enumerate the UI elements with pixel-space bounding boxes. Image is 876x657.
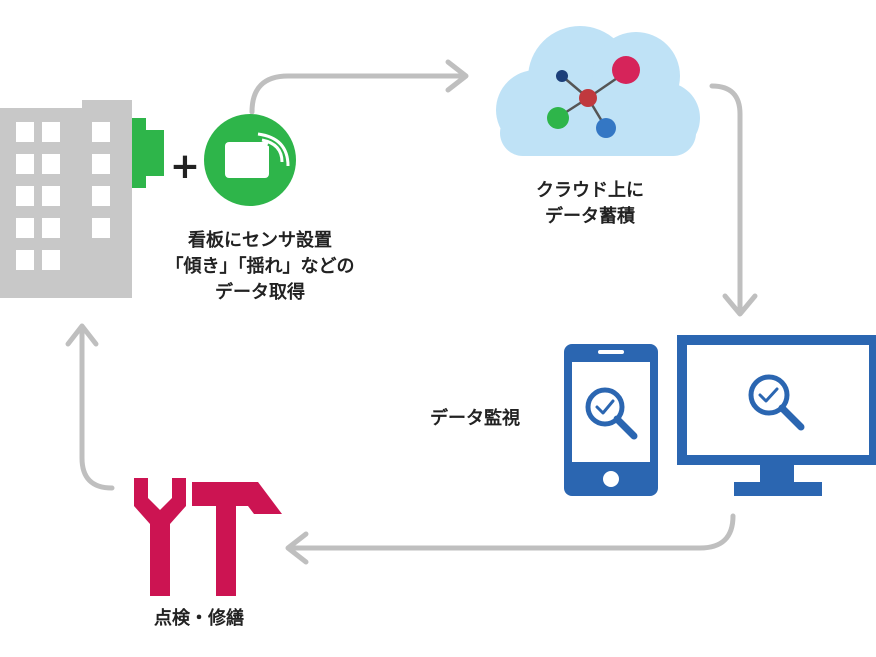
plus-sign: + (170, 146, 200, 187)
arrow-to-devices (709, 83, 743, 313)
smartphone-icon (564, 344, 658, 496)
arrow-to-building (79, 327, 115, 491)
maintenance-caption: 点検・修繕 (154, 608, 244, 629)
signboard-icon (132, 118, 164, 188)
arrow-to-tools (287, 513, 736, 551)
sensor-caption-line-3: データ取得 (215, 282, 305, 303)
arrow-to-building-head (65, 323, 99, 347)
magnifier-check-icon (585, 387, 638, 440)
sensor-caption-line-2: 「傾き」「揺れ」などの (165, 256, 355, 277)
arrow-to-devices-head (722, 293, 758, 317)
sensor-caption: 看板にセンサ設置 「傾き」「揺れ」などの データ取得 (150, 228, 370, 306)
arrow-to-tools-head (285, 531, 309, 565)
sensor-icon (204, 114, 296, 206)
cloud-caption: クラウド上に データ蓄積 (520, 178, 660, 230)
monitoring-caption: データ監視 (430, 408, 520, 429)
arrow-to-cloud-head (445, 59, 469, 93)
wrench-icon (134, 478, 186, 596)
cloud-icon (496, 26, 700, 156)
sensor-caption-line-1: 看板にセンサ設置 (188, 230, 332, 251)
hammer-icon (192, 482, 282, 596)
magnifier-check-icon (748, 374, 805, 431)
monitor-icon (677, 335, 876, 496)
building-icon (0, 100, 132, 298)
cloud-caption-line-1: クラウド上に (536, 180, 644, 201)
cycle-arrows (65, 59, 758, 565)
cloud-caption-line-2: データ蓄積 (545, 206, 635, 227)
arrow-to-cloud (249, 73, 465, 115)
